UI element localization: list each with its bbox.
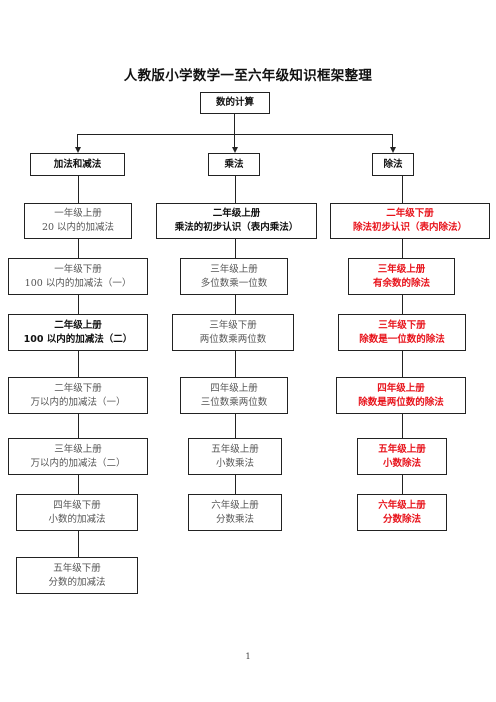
node-multiplication-2: 三年级下册 两位数乘两位数 — [172, 314, 294, 351]
drop-addition-line — [77, 134, 78, 147]
node-multiplication-0: 二年级上册 乘法的初步认识（表内乘法） — [156, 203, 317, 239]
node-addition-6: 五年级下册 分数的加减法 — [16, 557, 138, 594]
page-title: 人教版小学数学一至六年级知识框架整理 — [123, 68, 373, 84]
node-division-4: 五年级上册 小数除法 — [357, 438, 447, 475]
chain-line-2-2 — [402, 295, 403, 314]
node-topic: 万以内的加减法（二） — [30, 457, 126, 469]
node-grade: 六年级上册 — [211, 499, 259, 511]
node-grade: 五年级下册 — [53, 562, 101, 574]
root-label: 数的计算 — [215, 97, 254, 108]
chain-line-0-1 — [78, 239, 79, 258]
drop-division-arrow — [389, 147, 396, 153]
drop-multiplication-arrow — [231, 147, 238, 153]
root-node: 数的计算 — [200, 92, 270, 114]
node-grade: 五年级上册 — [378, 443, 426, 455]
chain-line-0-2 — [78, 295, 79, 314]
node-multiplication-1: 三年级上册 多位数乘一位数 — [180, 258, 288, 295]
node-division-2: 三年级下册 除数是一位数的除法 — [338, 314, 466, 351]
node-grade: 二年级上册 — [54, 319, 102, 331]
node-topic: 小数的加减法 — [48, 513, 106, 525]
chain-line-0-3 — [78, 351, 79, 377]
node-topic: 小数除法 — [382, 457, 421, 469]
header-label: 乘法 — [224, 158, 244, 170]
node-topic: 两位数乘两位数 — [199, 333, 267, 345]
drop-division-line — [392, 134, 393, 147]
node-topic: 20 以内的加减法 — [41, 222, 115, 233]
node-division-1: 三年级上册 有余数的除法 — [348, 258, 455, 295]
node-grade: 二年级下册 — [386, 208, 434, 219]
node-grade: 五年级上册 — [211, 443, 259, 455]
node-grade: 四年级上册 — [210, 382, 258, 394]
node-multiplication-4: 五年级上册 小数乘法 — [188, 438, 282, 475]
node-addition-3: 二年级下册 万以内的加减法（一） — [8, 377, 148, 414]
chain-line-0-6 — [78, 531, 79, 557]
node-grade: 一年级上册 — [54, 208, 102, 219]
header-addition-subtraction: 加法和减法 — [30, 153, 125, 176]
node-topic: 100 以内的加减法（二） — [23, 333, 133, 345]
node-topic: 分数的加减法 — [48, 576, 106, 588]
node-grade: 三年级上册 — [54, 443, 102, 455]
chain-line-0-0 — [78, 176, 79, 203]
drop-multiplication-line — [234, 134, 235, 147]
chain-line-0-5 — [78, 475, 79, 494]
chain-line-1-3 — [235, 351, 236, 377]
node-topic: 除法初步认识（表内除法） — [352, 222, 467, 233]
node-topic: 分数除法 — [382, 513, 421, 525]
node-topic: 乘法的初步认识（表内乘法） — [174, 222, 299, 233]
header-label: 加法和减法 — [53, 158, 102, 170]
chain-line-2-0 — [402, 176, 403, 203]
node-topic: 三位数乘两位数 — [200, 396, 268, 408]
chain-line-1-5 — [235, 475, 236, 494]
node-addition-0: 一年级上册 20 以内的加减法 — [24, 203, 132, 239]
chain-line-1-1 — [235, 239, 236, 258]
node-grade: 四年级上册 — [377, 382, 425, 394]
node-multiplication-5: 六年级上册 分数乘法 — [188, 494, 282, 531]
node-multiplication-3: 四年级上册 三位数乘两位数 — [180, 377, 288, 414]
node-grade: 三年级上册 — [210, 263, 258, 275]
node-grade: 二年级上册 — [212, 208, 261, 219]
chain-line-2-1 — [402, 239, 403, 258]
node-grade: 四年级下册 — [53, 499, 101, 511]
chain-line-1-2 — [235, 295, 236, 314]
drop-addition-arrow — [74, 147, 81, 153]
trunk-line — [234, 114, 235, 134]
header-division: 除法 — [372, 153, 414, 176]
node-division-0: 二年级下册 除法初步认识（表内除法） — [330, 203, 490, 239]
node-grade: 三年级下册 — [378, 319, 426, 331]
node-topic: 100 以内的加减法（一） — [24, 277, 132, 289]
node-topic: 多位数乘一位数 — [200, 277, 268, 289]
header-label: 除法 — [383, 158, 403, 170]
node-topic: 有余数的除法 — [372, 277, 430, 289]
node-grade: 三年级下册 — [209, 319, 257, 331]
node-addition-1: 一年级下册 100 以内的加减法（一） — [8, 258, 148, 295]
chain-line-2-5 — [402, 475, 403, 494]
chain-line-0-4 — [78, 414, 79, 438]
node-division-5: 六年级上册 分数除法 — [357, 494, 447, 531]
node-topic: 万以内的加减法（一） — [30, 396, 126, 408]
node-addition-5: 四年级下册 小数的加减法 — [16, 494, 138, 531]
node-topic: 分数乘法 — [215, 513, 254, 525]
node-grade: 二年级下册 — [54, 382, 102, 394]
chain-line-1-4 — [235, 414, 236, 438]
chain-line-2-4 — [402, 414, 403, 438]
page-number-text: 1 — [245, 652, 251, 661]
node-grade: 六年级上册 — [378, 499, 426, 511]
node-addition-4: 三年级上册 万以内的加减法（二） — [8, 438, 148, 475]
node-addition-2: 二年级上册 100 以内的加减法（二） — [8, 314, 148, 351]
chain-line-2-3 — [402, 351, 403, 377]
node-topic: 小数乘法 — [215, 457, 254, 469]
node-grade: 一年级下册 — [54, 263, 102, 275]
node-grade: 三年级上册 — [377, 263, 426, 275]
node-topic: 除数是一位数的除法 — [359, 333, 445, 345]
node-division-3: 四年级上册 除数是两位数的除法 — [336, 377, 466, 414]
chain-line-1-0 — [235, 176, 236, 203]
node-topic: 除数是两位数的除法 — [358, 396, 444, 408]
page-number: 1 — [0, 652, 496, 661]
header-multiplication: 乘法 — [208, 153, 260, 176]
